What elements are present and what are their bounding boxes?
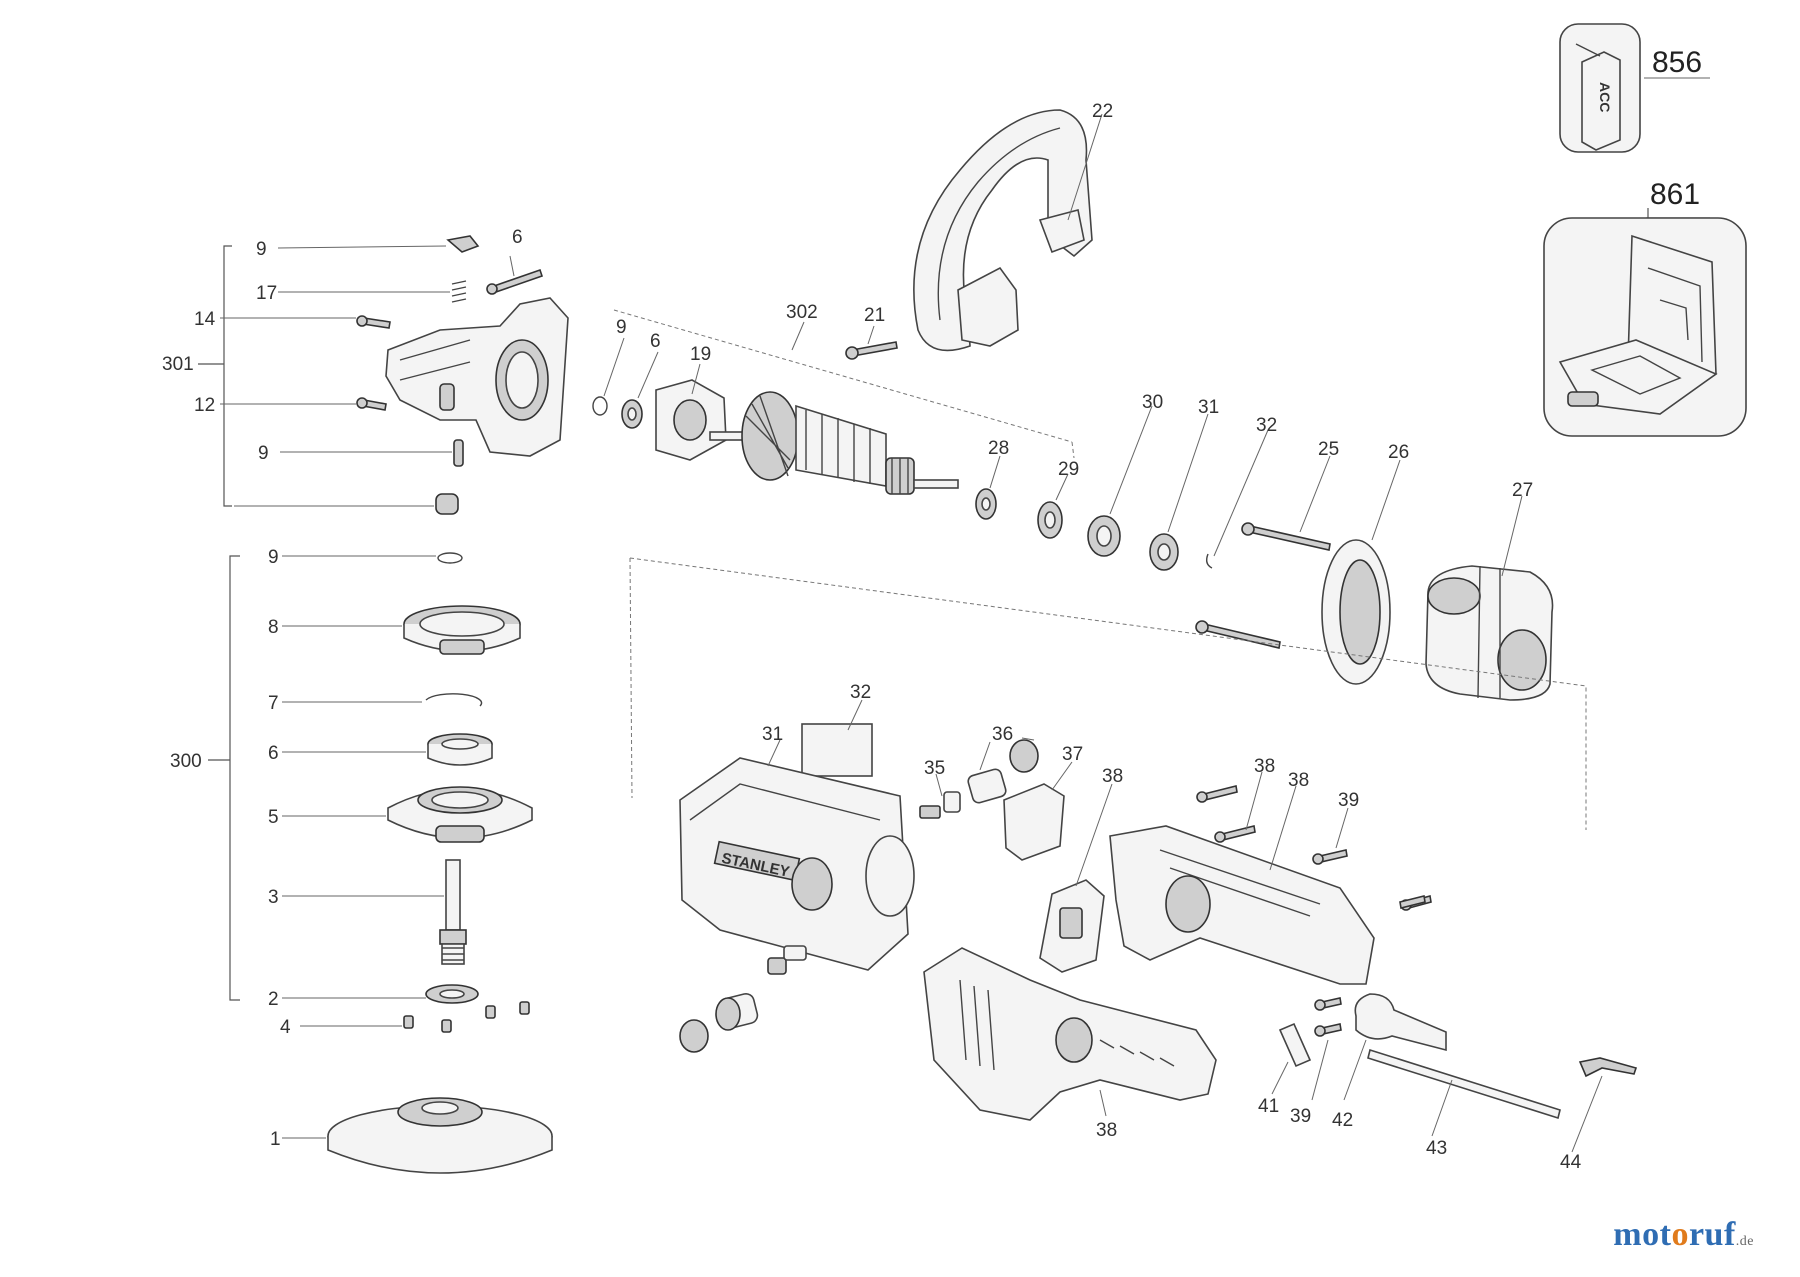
label-8: 8	[268, 617, 279, 638]
label-38-bottom: 38	[1096, 1120, 1117, 1141]
accessory-856-label-sheet: ACC	[1559, 23, 1710, 153]
accessory-861-carry-case	[1543, 208, 1747, 437]
group-label-302: 302	[786, 302, 818, 323]
armature	[709, 391, 959, 495]
part-1-backing-pad	[327, 1097, 553, 1174]
label-23: 25	[1318, 439, 1339, 460]
part-5-flange	[387, 786, 533, 843]
label-12: 12	[194, 395, 215, 416]
part-16-shape	[446, 235, 480, 253]
label-861: 861	[1650, 178, 1700, 211]
label-19: 19	[690, 344, 711, 365]
label-29: 31	[1198, 397, 1219, 418]
label-25: 27	[1512, 480, 1533, 501]
part-25-field	[1425, 565, 1554, 701]
label-2: 2	[268, 989, 279, 1010]
part-31-motor-housing: STANLEY	[679, 757, 915, 971]
label-43: 43	[1426, 1138, 1447, 1159]
group-label-301: 301	[162, 354, 194, 375]
watermark-part2: o	[1671, 1216, 1689, 1253]
watermark-part1: mot	[1613, 1216, 1672, 1253]
case-label-text: ACC	[1597, 82, 1613, 112]
part-15-spring	[451, 280, 467, 303]
label-1: 1	[270, 1129, 281, 1150]
watermark-part3: ruf	[1688, 1216, 1736, 1253]
label-32: 32	[850, 682, 871, 703]
label-27: 29	[1058, 459, 1079, 480]
label-22: 22	[1092, 101, 1113, 122]
label-6-armature: 6	[650, 331, 661, 352]
part-32-label	[801, 723, 873, 777]
watermark-logo: motoruf.de	[1613, 1216, 1754, 1254]
label-5: 5	[268, 807, 279, 828]
label-11: 9	[258, 443, 269, 464]
part-22-handle	[913, 109, 1093, 352]
label-31: 31	[762, 724, 783, 745]
label-39-bottom: 39	[1290, 1106, 1311, 1127]
label-37: 38	[1254, 756, 1275, 777]
label-9-left: 9	[268, 547, 279, 568]
part-17-shape	[492, 268, 544, 294]
part-4-screws	[403, 1001, 530, 1033]
gear-housing	[385, 297, 569, 457]
label-39-top: 39	[1338, 790, 1359, 811]
label-33: 35	[924, 758, 945, 779]
label-42: 42	[1332, 1110, 1353, 1131]
label-36: 38	[1102, 766, 1123, 787]
label-16: 9	[256, 239, 267, 260]
label-15: 17	[256, 283, 277, 304]
label-38-top: 38	[1288, 770, 1309, 791]
group-301-brace	[198, 245, 232, 507]
group-300-brace	[208, 555, 240, 1001]
label-9-armature: 9	[616, 317, 627, 338]
label-30: 32	[1256, 415, 1277, 436]
label-21: 21	[864, 305, 885, 326]
watermark-tld: .de	[1735, 1234, 1754, 1249]
label-34: 36	[992, 724, 1013, 745]
part-8-bevel-gear	[403, 605, 521, 655]
label-7: 7	[268, 693, 279, 714]
label-28: 30	[1142, 392, 1163, 413]
label-14: 14	[194, 309, 216, 330]
group-label-300: 300	[170, 751, 202, 772]
label-44: 44	[1560, 1152, 1582, 1173]
label-856: 856	[1652, 46, 1702, 79]
label-24: 26	[1388, 442, 1409, 463]
label-26: 28	[988, 438, 1009, 459]
part-6-bearing	[427, 733, 493, 766]
part-3-spindle	[439, 859, 467, 965]
label-6-left: 6	[268, 743, 279, 764]
label-3: 3	[268, 887, 279, 908]
part-38-handle-top	[1109, 825, 1375, 985]
label-35: 37	[1062, 744, 1083, 765]
label-4: 4	[280, 1017, 291, 1038]
part-38-handle-bottom	[923, 947, 1217, 1121]
label-41: 41	[1258, 1096, 1279, 1117]
label-17: 6	[512, 227, 523, 248]
